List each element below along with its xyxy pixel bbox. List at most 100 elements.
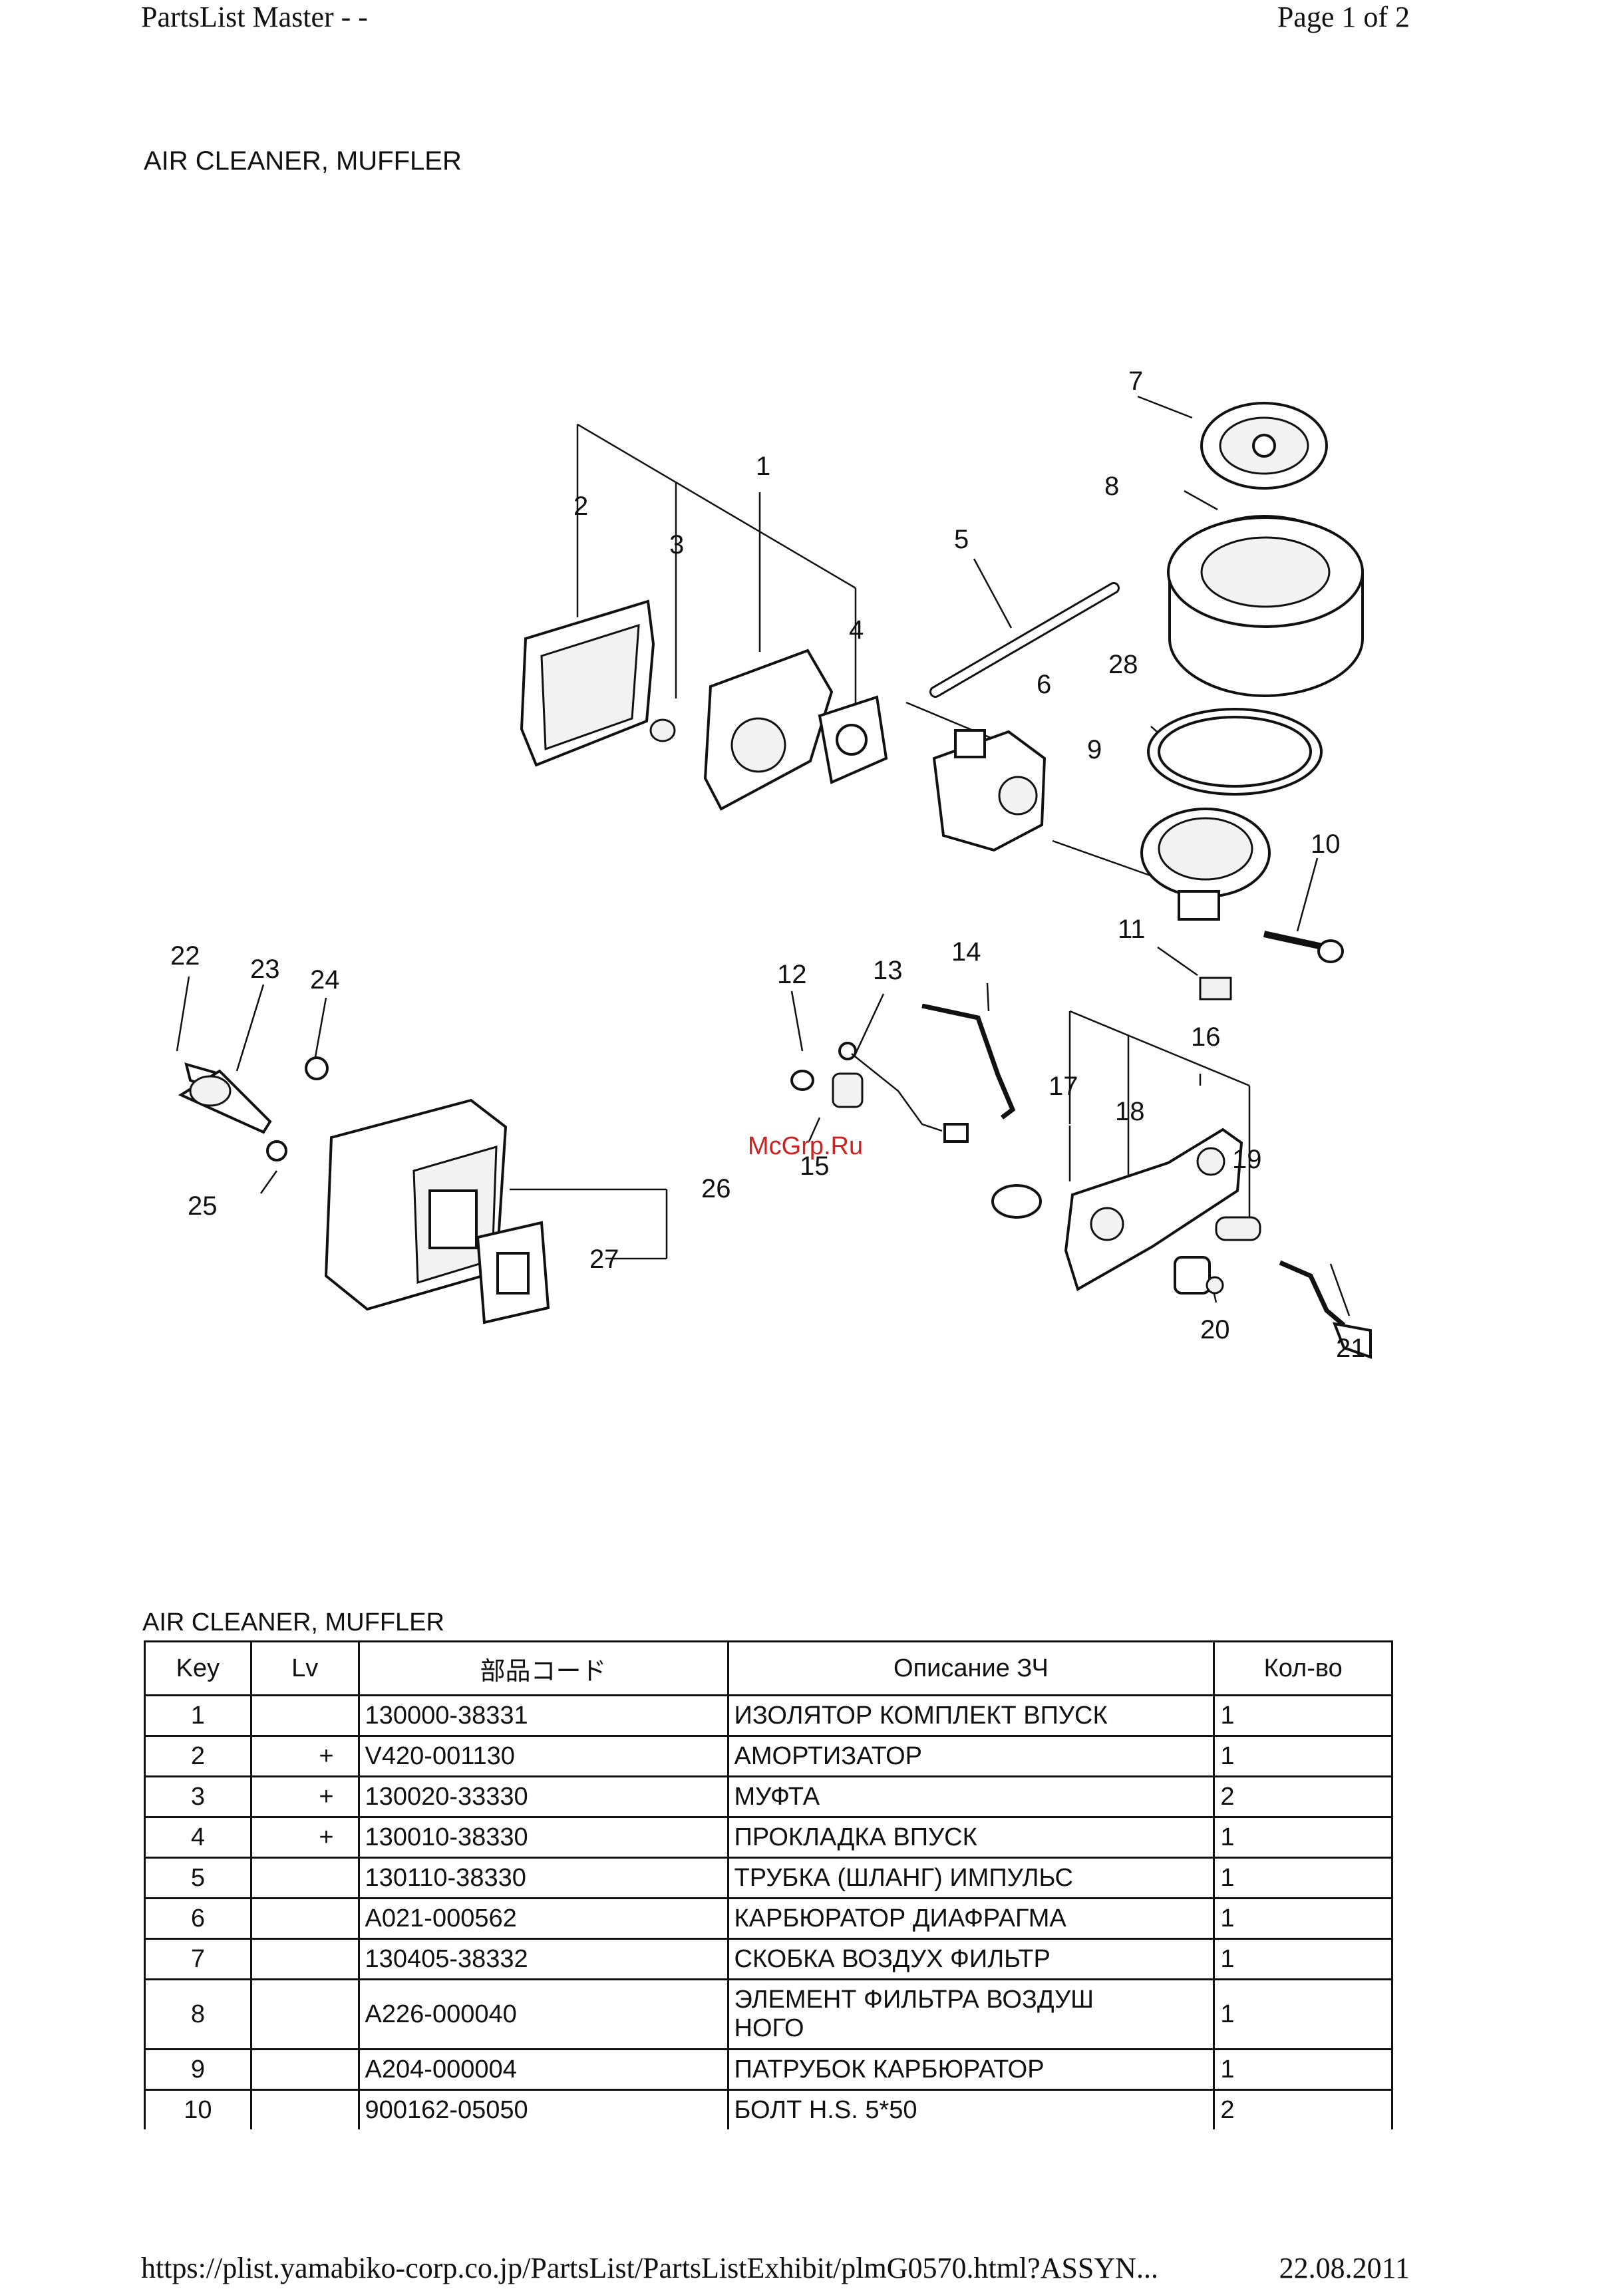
cell-lv <box>249 1978 360 2050</box>
cell-code: 130010-38330 <box>357 1816 729 1859</box>
callout-22: 22 <box>170 941 200 971</box>
footer-date: 22.08.2011 <box>1279 2252 1410 2284</box>
callout-24: 24 <box>310 965 340 995</box>
cell-key: 5 <box>144 1857 252 1899</box>
part-1-insulator <box>703 649 834 811</box>
cell-key: 3 <box>144 1775 252 1818</box>
col-header-code: 部品コード <box>357 1640 729 1696</box>
cell-code: 130110-38330 <box>357 1857 729 1899</box>
callout-20: 20 <box>1200 1315 1230 1344</box>
cell-key: 10 <box>144 2089 252 2129</box>
part-20-knob <box>1174 1256 1224 1295</box>
part-21-choke-rod <box>1279 1260 1372 1359</box>
cell-qty: 1 <box>1213 1735 1393 1777</box>
part-9-adapter <box>1140 808 1271 921</box>
cell-qty: 2 <box>1213 2089 1393 2129</box>
part-6-carburetor <box>932 729 1047 852</box>
part-11-block <box>1199 977 1232 1000</box>
exploded-parts-diagram: 1 2 3 4 5 6 7 8 9 10 11 12 13 14 15 16 1… <box>170 367 1372 1363</box>
callout-14: 14 <box>951 937 981 967</box>
table-row: 9 A204-000004 ПАТРУБОК КАРБЮРАТОР 1 <box>144 2048 1393 2091</box>
cell-desc-line2: НОГО <box>734 2014 804 2042</box>
cell-lv <box>249 1938 360 1980</box>
table-row: 3 + 130020-33330 МУФТА 2 <box>144 1775 1393 1818</box>
part-23-lever <box>178 1056 329 1161</box>
table-row: 4 + 130010-38330 ПРОКЛАДКА ВПУСК 1 <box>144 1816 1393 1859</box>
callout-10: 10 <box>1311 830 1341 859</box>
cell-code: A226-000040 <box>357 1978 729 2050</box>
col-header-qty: Кол-во <box>1213 1640 1393 1696</box>
callout-26: 26 <box>701 1174 731 1203</box>
callout-15: 15 <box>800 1151 830 1181</box>
cell-code: 130405-38332 <box>357 1938 729 1980</box>
cell-desc: ТРУБКА (ШЛАНГ) ИМПУЛЬС <box>727 1857 1216 1899</box>
callout-7: 7 <box>1128 367 1143 396</box>
callout-25: 25 <box>188 1191 218 1221</box>
callout-5: 5 <box>954 525 969 554</box>
cell-lv: + <box>249 1816 360 1859</box>
cell-lv <box>249 1857 360 1899</box>
cell-desc: БОЛТ H.S. 5*50 <box>727 2089 1216 2129</box>
part-5-tube <box>929 582 1120 698</box>
cell-code: A204-000004 <box>357 2048 729 2091</box>
callout-21: 21 <box>1336 1334 1366 1363</box>
cell-qty: 1 <box>1213 1938 1393 1980</box>
callout-1: 1 <box>756 452 770 481</box>
cell-desc-line1: ЭЛЕМЕНТ ФИЛЬТРА ВОЗДУШ <box>734 1986 1094 2014</box>
part-19-grommet <box>1215 1216 1261 1241</box>
callout-6: 6 <box>1037 670 1051 699</box>
callout-9: 9 <box>1087 735 1102 764</box>
table-row: 6 A021-000562 КАРБЮРАТОР ДИАФРАГМА 1 <box>144 1897 1393 1940</box>
callout-labels: 1 2 3 4 5 6 7 8 9 10 11 12 13 14 15 16 1… <box>170 367 1366 1363</box>
page-number: Page 1 of 2 <box>1277 1 1410 33</box>
header-title: PartsList Master - - <box>141 1 368 33</box>
cell-key: 8 <box>144 1978 252 2050</box>
callout-16: 16 <box>1191 1022 1221 1052</box>
table-row: 5 130110-38330 ТРУБКА (ШЛАНГ) ИМПУЛЬС 1 <box>144 1857 1393 1899</box>
col-header-lv: Lv <box>249 1640 360 1696</box>
part-10-bolt <box>1263 931 1344 963</box>
cell-lv <box>249 2089 360 2129</box>
part-4-gasket <box>818 695 888 784</box>
cell-qty: 1 <box>1213 2048 1393 2091</box>
callout-4: 4 <box>849 615 864 645</box>
table-row: 7 130405-38332 СКОБКА ВОЗДУХ ФИЛЬТР 1 <box>144 1938 1393 1980</box>
cell-desc: АМОРТИЗАТОР <box>727 1735 1216 1777</box>
cell-lv: + <box>249 1735 360 1777</box>
cell-key: 1 <box>144 1694 252 1737</box>
cell-desc: КАРБЮРАТОР ДИАФРАГМА <box>727 1897 1216 1940</box>
table-row: 10 900162-05050 БОЛТ H.S. 5*50 2 <box>144 2089 1393 2129</box>
cell-code: 130020-33330 <box>357 1775 729 1818</box>
cell-qty: 2 <box>1213 1775 1393 1818</box>
footer-url: https://plist.yamabiko-corp.co.jp/PartsL… <box>141 2252 1158 2284</box>
cell-code: 900162-05050 <box>357 2089 729 2129</box>
cell-lv: + <box>249 1775 360 1818</box>
cell-lv <box>249 1897 360 1940</box>
callout-8: 8 <box>1104 472 1119 501</box>
table-title: AIR CLEANER, MUFFLER <box>142 1608 444 1636</box>
section-title: AIR CLEANER, MUFFLER <box>144 146 462 176</box>
callout-12: 12 <box>777 960 807 989</box>
part-14-rod <box>921 1003 1016 1120</box>
table-row: 8 A226-000040 ЭЛЕМЕНТ ФИЛЬТРА ВОЗДУШ НОГ… <box>144 1978 1393 2050</box>
callout-19: 19 <box>1232 1145 1262 1174</box>
callout-18: 18 <box>1115 1097 1145 1126</box>
cell-key: 4 <box>144 1816 252 1859</box>
part-7-bracket <box>1200 402 1328 490</box>
callout-28: 28 <box>1108 650 1138 679</box>
cell-qty: 1 <box>1213 1694 1393 1737</box>
part-8-filter-element <box>1167 514 1364 698</box>
callout-23: 23 <box>250 955 280 984</box>
leader-lines <box>176 395 1351 1316</box>
part-3-sleeve <box>649 718 676 742</box>
cell-key: 2 <box>144 1735 252 1777</box>
parts-12-13-15-wire <box>790 1042 969 1143</box>
callout-11: 11 <box>1118 915 1146 944</box>
cell-desc: ПРОКЛАДКА ВПУСК <box>727 1816 1216 1859</box>
part-2-absorber <box>520 599 655 767</box>
col-header-desc: Описание ЗЧ <box>727 1640 1216 1696</box>
callout-3: 3 <box>669 530 684 559</box>
cell-desc: ЭЛЕМЕНТ ФИЛЬТРА ВОЗДУШ НОГО <box>727 1978 1216 2050</box>
cell-key: 7 <box>144 1938 252 1980</box>
cell-desc: ПАТРУБОК КАРБЮРАТОР <box>727 2048 1216 2091</box>
